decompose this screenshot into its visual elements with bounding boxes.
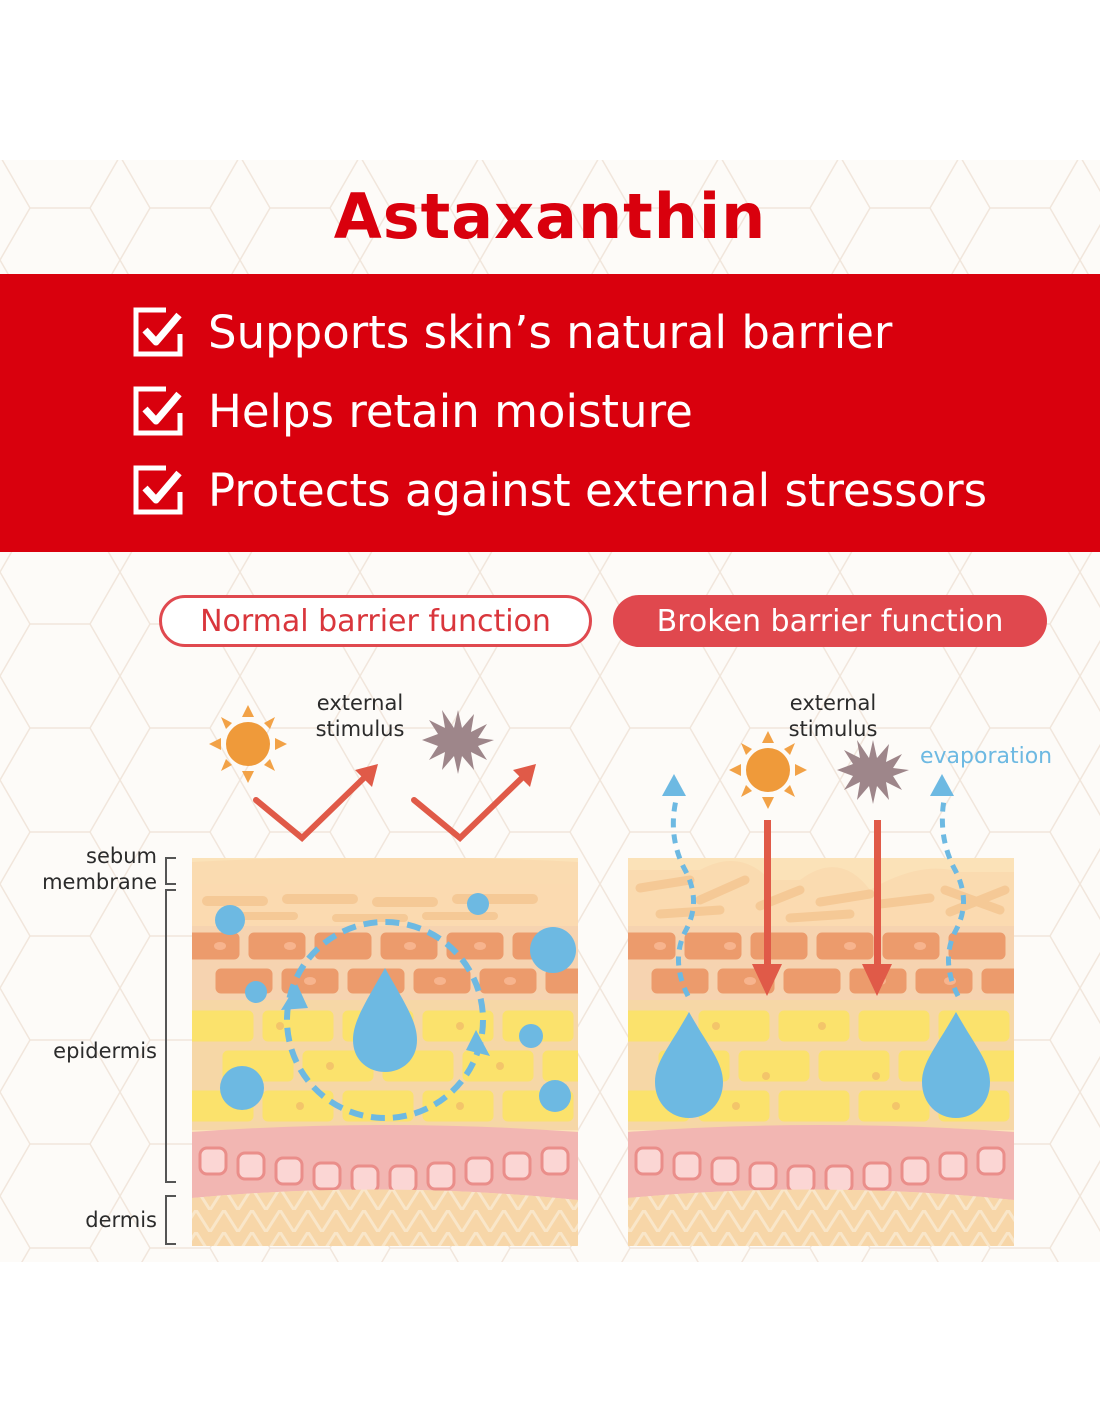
- checkbox-checked-icon: [133, 307, 183, 357]
- sun-icon-left: [209, 705, 287, 783]
- checkbox-checked-icon: [133, 465, 183, 515]
- benefit-item-stressors: Protects against external stressors: [132, 460, 987, 520]
- normal-barrier-pill: Normal barrier function: [159, 595, 592, 647]
- evaporation-label: evaporation: [920, 744, 1053, 769]
- sun-icon-right: [729, 731, 807, 809]
- benefit-label: Protects against external stressors: [208, 463, 988, 517]
- dermis-label: dermis: [85, 1208, 157, 1232]
- layer-brackets: [165, 857, 176, 1245]
- epidermis-label: epidermis: [53, 1039, 157, 1063]
- checkbox-checked-icon: [133, 386, 183, 436]
- sebum-label-line1: sebum: [86, 844, 157, 868]
- sebum-layer: [192, 858, 578, 884]
- sebum-label-line2: membrane: [42, 870, 157, 894]
- external-stimulus-label-left: external stimulus: [300, 690, 420, 742]
- stimulus-penetration-arrows: [752, 820, 892, 996]
- stressor-burst-icon-right: [837, 740, 909, 804]
- page-title: Astaxanthin: [333, 180, 767, 253]
- evaporation-arrowhead-right: [930, 774, 954, 796]
- stimulus-bounce-arrows: [253, 771, 529, 843]
- dermis-layer: [192, 1189, 578, 1246]
- external-stimulus-line1: external: [316, 691, 404, 715]
- evaporation-arrows: [670, 799, 967, 998]
- skin-normal: [192, 858, 578, 1246]
- benefit-item-moisture: Helps retain moisture: [132, 381, 693, 441]
- benefits-band: [0, 274, 1100, 552]
- external-stimulus-line2: stimulus: [315, 717, 405, 741]
- stressor-burst-icon-left: [422, 710, 494, 774]
- evaporation-arrowhead-left: [662, 774, 686, 796]
- external-stimulus-line1: external: [789, 691, 877, 715]
- benefit-label: Helps retain moisture: [208, 384, 693, 438]
- skin-broken: [628, 858, 1014, 1246]
- external-stimulus-label-right: external stimulus: [773, 690, 893, 742]
- benefit-label: Supports skin’s natural barrier: [208, 305, 893, 359]
- external-stimulus-line2: stimulus: [788, 717, 878, 741]
- benefit-item-barrier: Supports skin’s natural barrier: [132, 302, 892, 362]
- broken-barrier-pill: Broken barrier function: [613, 595, 1047, 647]
- sebum-membrane-label: sebum membrane: [20, 843, 157, 895]
